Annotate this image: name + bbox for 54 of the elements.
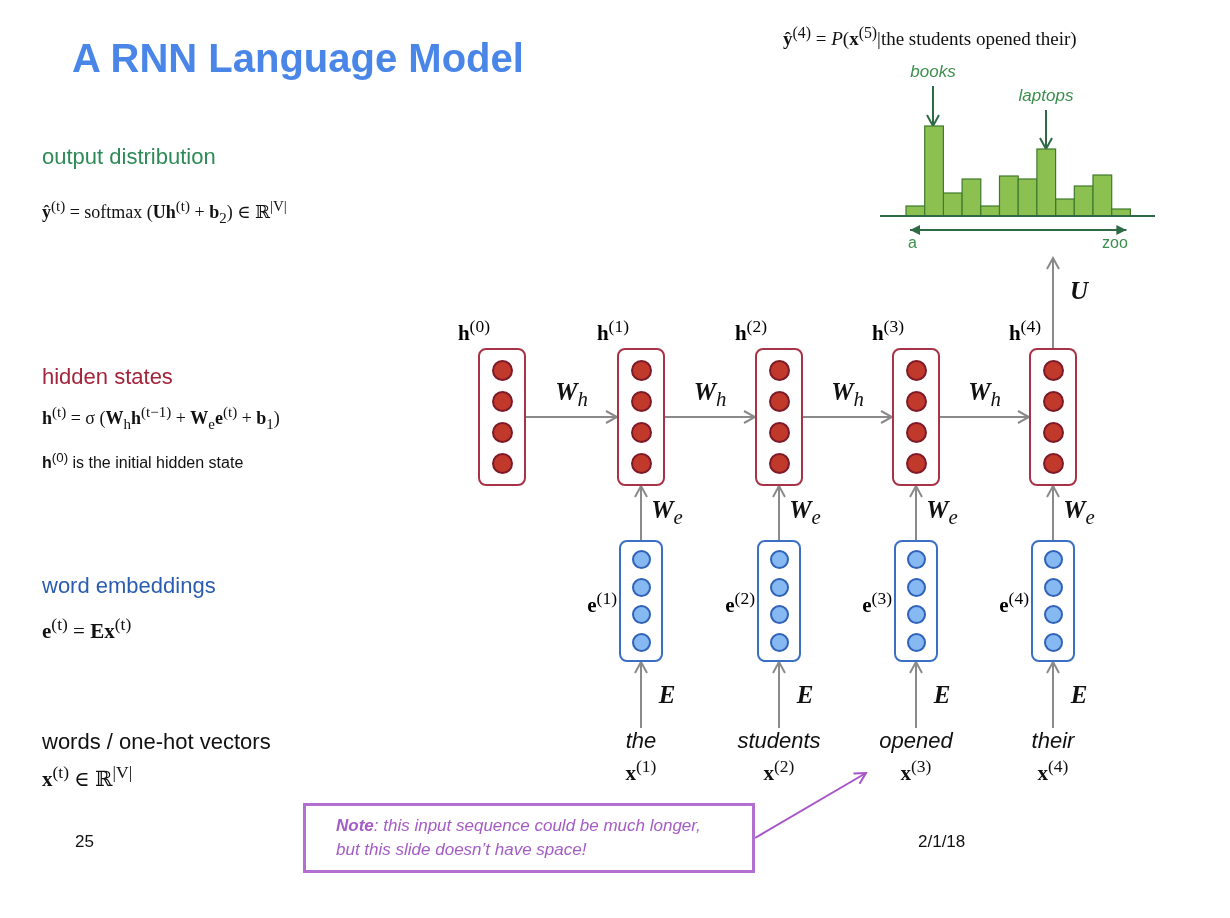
section-heading: hidden states xyxy=(42,364,173,390)
formula: e$^{(t)}$ = Ex$^{(t)}$ xyxy=(42,614,132,644)
vector-label: e$^{(3)}$ xyxy=(862,588,892,618)
vector-label: x$^{(3)}$ xyxy=(900,756,932,786)
section-heading: output distribution xyxy=(42,144,216,170)
vector-label: x$^{(1)}$ xyxy=(625,756,657,786)
arrow xyxy=(525,410,618,424)
arrow xyxy=(1046,661,1060,729)
arrow xyxy=(664,410,756,424)
arrow xyxy=(772,485,786,541)
arrow xyxy=(926,85,940,127)
vector-label: e$^{(2)}$ xyxy=(725,588,755,618)
section-heading: word embeddings xyxy=(42,573,216,599)
vector-label: x$^{(4)}$ xyxy=(1037,756,1069,786)
word-label: laptops xyxy=(1017,86,1075,106)
arrow xyxy=(1039,109,1053,150)
arrow xyxy=(772,661,786,729)
histogram-bar xyxy=(924,125,944,217)
note-text: Note: this input sequence could be much longer, but this slide doesn’t have space! xyxy=(336,815,702,861)
word-label: opened xyxy=(879,728,953,754)
note-box xyxy=(303,803,755,873)
arrow xyxy=(802,410,893,424)
arrow xyxy=(909,485,923,541)
vector-label: h$^{(1)}$ xyxy=(596,316,629,346)
vector-label: h$^{(2)}$ xyxy=(734,316,767,346)
vector-label: e$^{(1)}$ xyxy=(587,588,617,618)
vector-label: x$^{(2)}$ xyxy=(763,756,795,786)
word-label: the xyxy=(625,728,657,754)
formula: h$^{(t)}$ = σ (W$_{h}$h$^{(t−1)}$ + W$_{e}$e$^{(t)}$ + b$_{1}$) xyxy=(42,404,280,433)
axis-label: a xyxy=(908,234,917,252)
vector-label: h$^{(3)}$ xyxy=(871,316,904,346)
word-label: their xyxy=(1031,728,1075,754)
arrow xyxy=(634,661,648,729)
formula: ŷ$^{(t)}$ = softmax (Uh$^{(t)}$ + b$_{2}$) ∈ ℝ$^{|V|}$ xyxy=(42,198,287,227)
axis-label: zoo xyxy=(1102,234,1128,252)
date-label: 2/1/18 xyxy=(918,832,966,852)
arrow xyxy=(754,772,867,839)
vector-label: e$^{(4)}$ xyxy=(999,588,1029,618)
arrow xyxy=(939,410,1030,424)
formula: x$^{(t)}$ ∈ ℝ$^{|V|}$ xyxy=(42,762,133,792)
word-label: books xyxy=(909,62,957,82)
arrow xyxy=(909,661,923,729)
histogram-bar xyxy=(1036,148,1057,217)
arrow xyxy=(1046,485,1060,541)
slide-title: A RNN Language Model xyxy=(72,36,524,81)
word-label: students xyxy=(737,728,821,754)
arrow xyxy=(634,485,648,541)
vector-label: h$^{(4)}$ xyxy=(1008,316,1041,346)
section-heading: words / one-hot vectors xyxy=(42,729,271,755)
note-text: h$^{(0)}$ is the initial hidden state xyxy=(42,450,244,473)
formula: ŷ$^{(4)}$ = P(x$^{(5)}$|the students opened their) xyxy=(783,24,1077,51)
arrow xyxy=(1046,257,1060,349)
page-number: 25 xyxy=(75,832,94,852)
vector-label: h$^{(0)}$ xyxy=(457,316,490,346)
